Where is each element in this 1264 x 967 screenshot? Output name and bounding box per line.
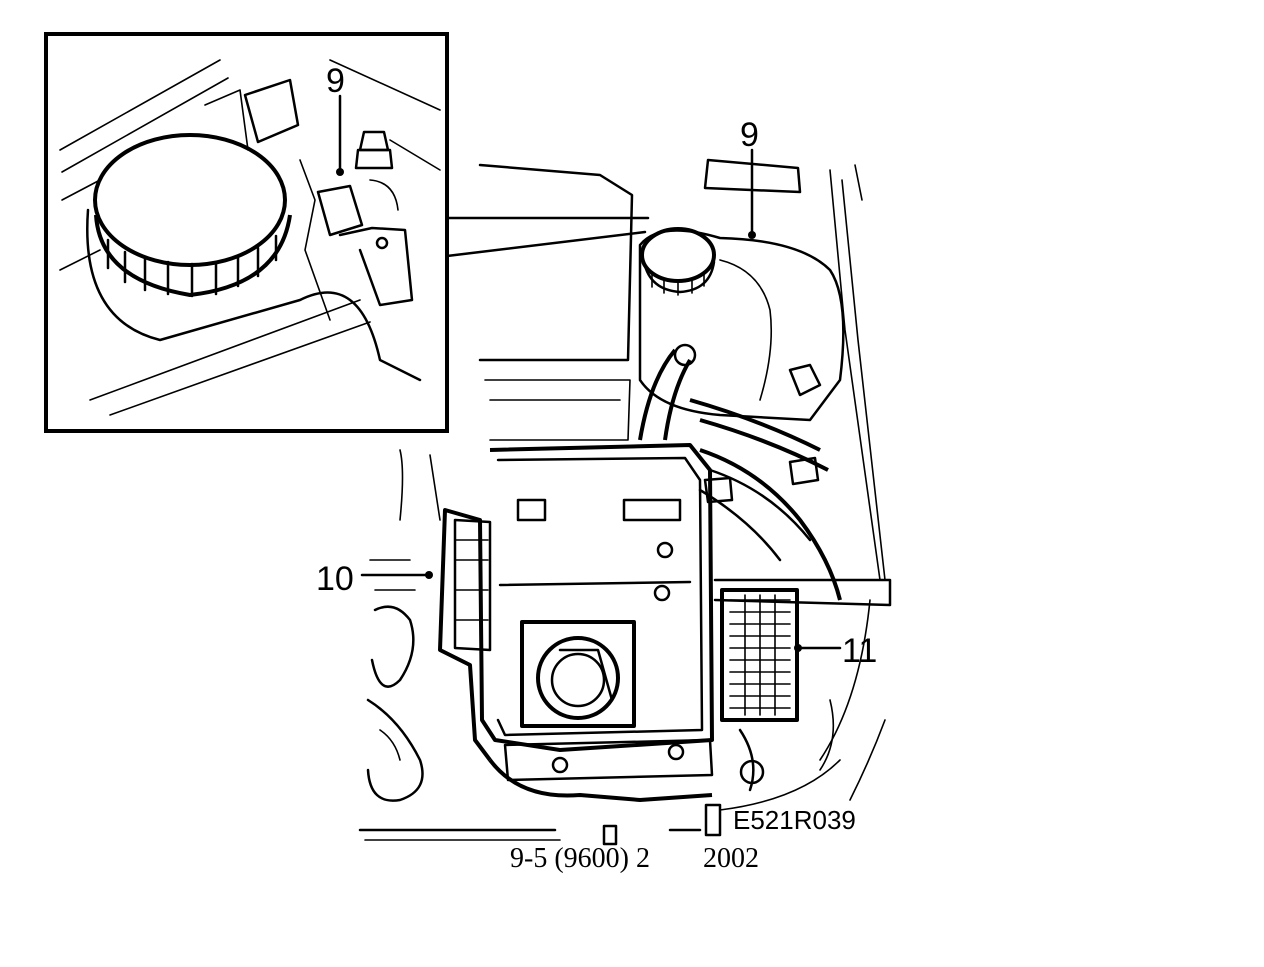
ecu-box-ridge [498,580,692,587]
ecu-box-side [453,518,492,652]
box-bottom-tray [503,738,714,782]
left-panel-line [429,454,441,521]
inset-leader-bottom [445,230,647,258]
main-engine-bay: 9 10 [316,116,892,846]
harness-connector [788,456,820,486]
engine-mount [370,605,415,688]
ecu-box-tab [516,498,547,522]
ecu-box-callout-10-dot [425,571,433,579]
inset-detail: 9 [44,32,650,433]
inset-bolt-top [358,130,390,152]
fuse-cable-eye [739,759,765,785]
reservoir-cap-rim [642,260,716,294]
inset-level-sensor [316,184,364,237]
inset-panel-line [109,321,371,416]
ecu-box-callout-10-label: 10 [316,560,354,598]
inset-reservoir-body [86,208,422,382]
inset-bracket-edge [204,89,249,151]
inset-bracket-hole [375,236,389,250]
coolant-reservoir [638,229,845,422]
ecu-box-inner [496,456,704,737]
caption-year: 2002 [703,843,759,874]
hose-connector [788,363,822,397]
inset-reservoir-cap [93,133,287,267]
bottom-right-line [719,759,841,811]
caption-model: 9-5 (9600) 2 [510,843,650,874]
inset-panel-line [61,77,229,173]
inset-panel-line [59,59,221,151]
fuse-box-callout-11-label: 11 [842,632,877,670]
reservoir-cap-knurls [651,273,705,296]
reservoir-callout-9-label: 9 [740,116,759,154]
upper-box-lower [484,379,631,441]
inset-sensor-bracket [338,226,414,307]
fender-edge-lower [849,719,886,801]
hose-left [638,348,677,441]
inset-panel-line [389,139,441,171]
fuse-box-strap [713,578,892,607]
box-lower-edge [488,758,713,802]
fuse-columns [744,594,776,716]
inset-panel-line [59,249,101,271]
box-bolt [667,743,685,761]
figure-id: E521R039 [733,805,856,835]
fender-edge-lower [819,599,871,761]
box-bolt [653,584,671,602]
air-intake-bracket [558,648,614,702]
air-intake-frame [520,620,636,728]
inset-panel-edge [299,159,331,321]
inset-hose [369,179,399,211]
hose-right [689,398,821,452]
fender-edge [854,164,863,201]
ecu-box-tab [622,498,682,522]
air-intake-ring [536,636,620,720]
upper-box [478,163,634,362]
engine-lower [366,698,424,802]
inset-callout-9-label: 9 [326,62,345,100]
inset-panel-line [89,299,361,401]
air-intake-inner [550,652,606,708]
box-bolt [551,756,569,774]
inset-bracket [243,78,300,144]
box-bolt [656,541,674,559]
wiring-harness [699,448,842,601]
bottom-right-line [819,699,835,771]
bottom-clip [602,824,618,846]
inset-callout-9-dot [336,168,344,176]
harness-connector [703,476,734,504]
fuse-box [720,588,799,722]
ecu-box-ribs [454,539,489,621]
reservoir-callout-9-dot [748,231,756,239]
bottom-bracket [704,803,722,837]
fender-edge [829,169,881,581]
left-panel-line [399,449,404,521]
hose-left-inner [663,358,692,441]
reservoir-top-tab [703,158,802,194]
fender-edge [841,179,886,581]
fuse-box-callout-11-dot [794,644,802,652]
inset-panel-line [61,179,101,201]
engine-lower-detail [379,729,401,761]
reservoir-seam [719,259,773,401]
inset-panel-line [329,59,441,111]
hose-clamp [673,343,697,367]
inset-cap-knurls [106,234,278,298]
wiring-harness-2 [708,468,812,542]
reservoir-cap [640,227,716,283]
ecu-box-outline [438,443,714,762]
